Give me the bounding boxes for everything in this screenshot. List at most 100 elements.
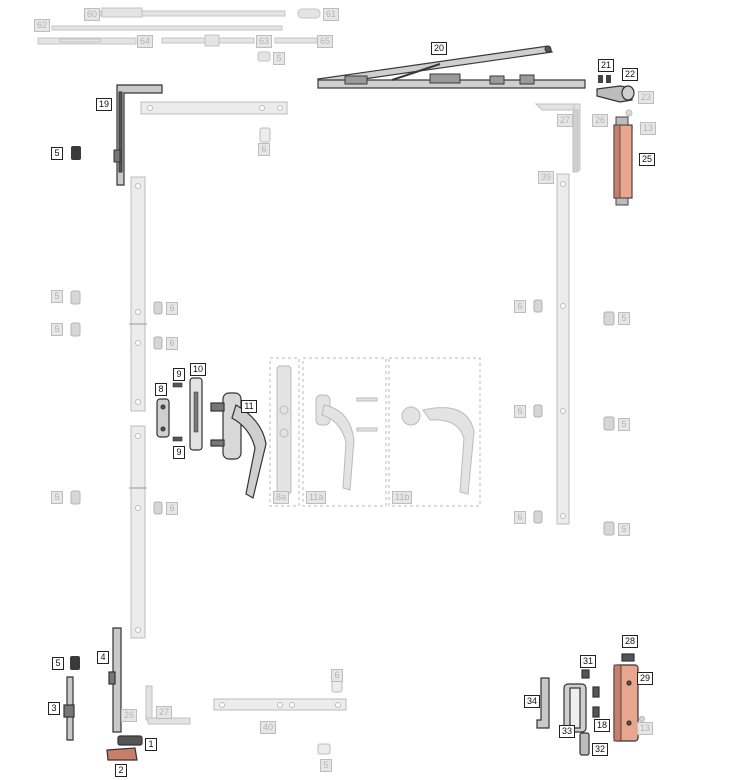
hinge-22-knuckle: [621, 85, 635, 101]
label-64[interactable]: 64: [137, 35, 154, 48]
left-rail-hole-4: [135, 399, 141, 405]
label-33[interactable]: 33: [559, 725, 576, 738]
bottom-rail-hole-2: [277, 702, 283, 708]
corner-19-clip: [113, 149, 121, 163]
label-31[interactable]: 31: [580, 655, 597, 668]
keep-6-r-b: [533, 404, 543, 418]
label-62[interactable]: 62: [34, 19, 51, 32]
label-63[interactable]: 63: [256, 35, 273, 48]
label-18[interactable]: 18: [594, 719, 611, 732]
label-5-left-b[interactable]: 5: [51, 323, 63, 336]
keep-6-a: [153, 301, 163, 315]
label-26-top[interactable]: 26: [592, 114, 609, 127]
label-19[interactable]: 19: [96, 98, 113, 111]
top-right-corner-faded: [534, 103, 581, 173]
label-6-right-b[interactable]: 6: [514, 405, 526, 418]
label-21[interactable]: 21: [598, 59, 615, 72]
handle-11-rose: [222, 392, 242, 460]
part-18-pin: [592, 686, 600, 698]
label-6-right-c[interactable]: 6: [514, 511, 526, 524]
option-11a-lever: [321, 404, 355, 491]
label-5-bottom[interactable]: 5: [320, 759, 332, 772]
label-20[interactable]: 20: [431, 42, 448, 55]
label-26-bottom[interactable]: 26: [121, 709, 138, 722]
label-22[interactable]: 22: [622, 68, 639, 81]
label-5-bottom-left[interactable]: 5: [52, 657, 64, 670]
handle-11-spindle: [210, 402, 225, 412]
label-5-top-faded[interactable]: 5: [273, 52, 285, 65]
part-5-dark-top: [71, 146, 81, 160]
label-6-left-b[interactable]: 6: [166, 337, 178, 350]
label-5-left-c[interactable]: 5: [51, 491, 63, 504]
part-29-side: [613, 664, 622, 742]
left-rail-hole-3: [135, 340, 141, 346]
part-5-fl-a: [70, 290, 81, 305]
label-5-right-a[interactable]: 5: [618, 312, 630, 325]
label-6-right-a[interactable]: 6: [514, 300, 526, 313]
far-left-parts-5: [70, 290, 81, 505]
label-9-top[interactable]: 9: [173, 368, 185, 381]
part-5-faded-top: [257, 51, 271, 62]
part-4-rail: [112, 627, 122, 733]
right-keeps: [533, 299, 615, 536]
label-60[interactable]: 60: [84, 8, 101, 21]
bottom-rail-40: [213, 680, 347, 755]
label-11a[interactable]: 11a: [306, 491, 327, 504]
label-28[interactable]: 28: [622, 635, 639, 648]
label-40[interactable]: 40: [260, 721, 277, 734]
label-5-right-b[interactable]: 5: [618, 418, 630, 431]
label-27-top[interactable]: 27: [557, 114, 574, 127]
label-39[interactable]: 39: [538, 171, 555, 184]
label-8a[interactable]: 8a: [273, 491, 290, 504]
stay-block-c: [489, 75, 505, 85]
label-11b[interactable]: 11b: [392, 491, 413, 504]
bottom-rail-hole-4: [335, 702, 341, 708]
label-2[interactable]: 2: [115, 764, 127, 777]
label-8[interactable]: 8: [155, 383, 167, 396]
option-8a-hole-b: [279, 428, 289, 438]
label-23[interactable]: 23: [638, 91, 655, 104]
keep-6-c: [153, 501, 163, 515]
label-4[interactable]: 4: [97, 651, 109, 664]
label-65[interactable]: 65: [317, 35, 334, 48]
label-61[interactable]: 61: [323, 8, 340, 21]
label-3[interactable]: 3: [48, 702, 60, 715]
part-32-bolt: [579, 732, 590, 756]
label-6-left-c[interactable]: 6: [166, 502, 178, 515]
left-keeps: [153, 301, 163, 515]
label-5-top-left[interactable]: 5: [51, 147, 63, 160]
part-6-bottom: [331, 680, 343, 693]
label-10[interactable]: 10: [190, 363, 207, 376]
part-29-hole-b: [626, 720, 632, 726]
corner-27-bottom: [147, 717, 191, 725]
corner-26-top: [572, 109, 579, 173]
label-13-top[interactable]: 13: [640, 122, 657, 135]
screw-9-top: [172, 382, 183, 388]
label-9-bottom[interactable]: 9: [173, 446, 185, 459]
label-11[interactable]: 11: [241, 400, 257, 413]
label-5-right-c[interactable]: 5: [618, 523, 630, 536]
bottom-right-hinge: [536, 653, 646, 756]
part-8-hole-b: [160, 426, 166, 432]
label-25[interactable]: 25: [639, 153, 656, 166]
label-1[interactable]: 1: [145, 738, 157, 751]
hinge-25-cap-bottom: [615, 197, 629, 206]
label-27-bottom[interactable]: 27: [156, 706, 173, 719]
part-5-r-c: [603, 521, 615, 536]
label-32[interactable]: 32: [592, 743, 609, 756]
part-1-block: [117, 735, 143, 746]
label-13-bottom[interactable]: 13: [637, 722, 654, 735]
part-10-slot: [193, 391, 199, 433]
label-6-left-a[interactable]: 6: [166, 302, 178, 315]
label-29[interactable]: 29: [637, 672, 654, 685]
label-5-left-a[interactable]: 5: [51, 290, 63, 303]
part-8-body: [156, 398, 170, 438]
cap-23: [625, 109, 633, 117]
label-6-bottom[interactable]: 6: [331, 669, 343, 682]
label-34[interactable]: 34: [524, 695, 541, 708]
part-65-rail: [274, 37, 318, 44]
label-6-top[interactable]: 6: [258, 143, 270, 156]
left-corner-drive-19: [113, 84, 163, 186]
option-11b-lever: [422, 407, 475, 495]
hinge-part-25: [613, 116, 633, 206]
